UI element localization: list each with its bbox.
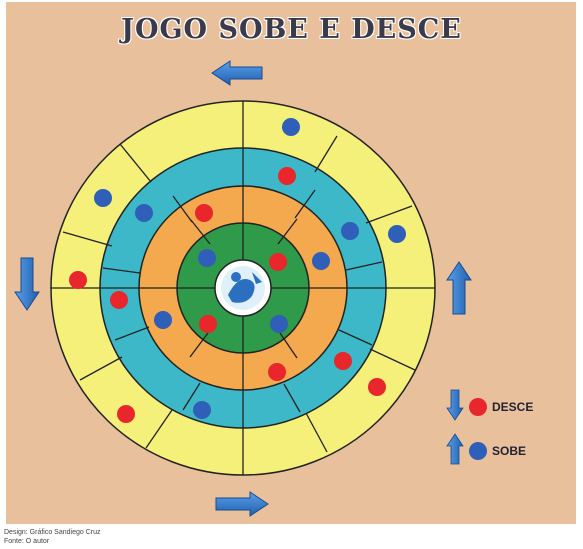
right-arrow-icon <box>216 492 268 516</box>
down-arrow-icon <box>15 258 39 310</box>
desce-dot <box>268 363 286 381</box>
desce-dot <box>117 405 135 423</box>
legend-desce-dot <box>469 398 487 416</box>
sobe-dot <box>270 315 288 333</box>
desce-dot <box>269 253 287 271</box>
sobe-dot <box>282 118 300 136</box>
sobe-dot <box>135 204 153 222</box>
left-arrow-icon <box>212 61 262 85</box>
desce-dot <box>199 315 217 333</box>
desce-dot <box>69 271 87 289</box>
credit-line-1: Design: Gráfico Sandiego Cruz <box>4 528 101 537</box>
center-emblem-icon <box>221 266 265 310</box>
sobe-dot <box>94 189 112 207</box>
legend-up-arrow-icon <box>447 434 463 464</box>
credit-line-2: Fonte: O autor <box>4 537 49 546</box>
legend-desce-label: DESCE <box>492 400 533 414</box>
legend-sobe-dot <box>469 442 487 460</box>
sobe-dot <box>154 311 172 329</box>
legend-sobe-label: SOBE <box>492 444 526 458</box>
desce-dot <box>195 204 213 222</box>
sobe-dot <box>388 225 406 243</box>
desce-dot <box>278 167 296 185</box>
desce-dot <box>334 352 352 370</box>
sobe-dot <box>193 401 211 419</box>
legend-down-arrow-icon <box>447 390 463 420</box>
desce-dot <box>368 378 386 396</box>
sobe-dot <box>312 252 330 270</box>
sobe-dot <box>198 249 216 267</box>
up-arrow-icon <box>447 262 471 314</box>
desce-dot <box>110 291 128 309</box>
sobe-dot <box>341 222 359 240</box>
